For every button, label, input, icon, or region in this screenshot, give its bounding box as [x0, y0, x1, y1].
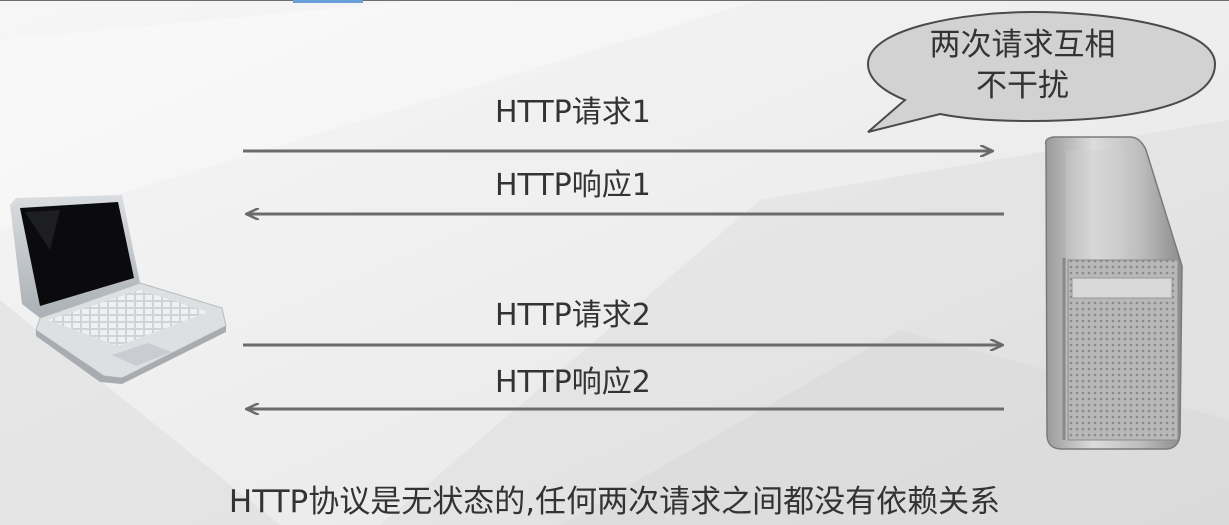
request2-label: HTTP请求2 [495, 298, 651, 333]
top-border [0, 0, 1229, 1]
request1-label: HTTP请求1 [495, 95, 651, 130]
top-highlight [293, 0, 363, 3]
bubble-text: 两次请求互相 不干扰 [905, 25, 1140, 107]
laptop-icon [10, 195, 227, 384]
speech-bubble [866, 10, 1217, 133]
server-tower-icon [1044, 136, 1183, 450]
response1-label: HTTP响应1 [495, 168, 651, 203]
footer-caption: HTTP协议是无状态的,任何两次请求之间都没有依赖关系 [228, 484, 1001, 520]
response2-label: HTTP响应2 [495, 365, 651, 400]
bubble-line-2: 不干扰 [976, 68, 1069, 104]
bubble-line-1: 两次请求互相 [929, 27, 1116, 63]
